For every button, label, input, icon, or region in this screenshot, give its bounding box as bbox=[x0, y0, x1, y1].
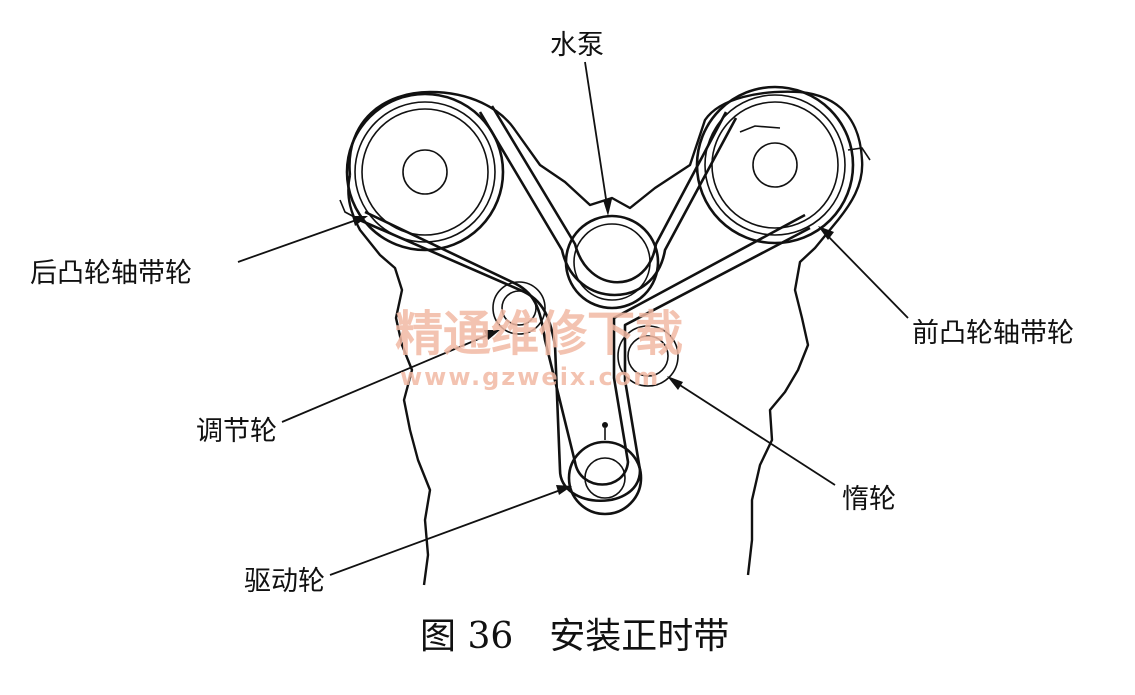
label-adjust-pulley: 调节轮 bbox=[196, 416, 277, 447]
water-pump bbox=[564, 214, 660, 310]
label-water-pump: 水泵 bbox=[550, 30, 604, 61]
watermark-title: 精通维修下载 bbox=[395, 306, 683, 362]
label-drive-pulley: 驱动轮 bbox=[244, 566, 325, 597]
timing-belt bbox=[354, 105, 811, 502]
label-front-cam-pulley: 前凸轮轴带轮 bbox=[912, 318, 1074, 349]
idler-pulley bbox=[617, 325, 679, 387]
label-rear-cam-pulley: 后凸轮轴带轮 bbox=[30, 258, 192, 289]
figure-caption: 图 36 安装正时带 bbox=[420, 616, 729, 657]
label-idler-pulley: 惰轮 bbox=[842, 484, 896, 515]
front-cam-pulley bbox=[695, 85, 855, 245]
drive-pulley bbox=[567, 422, 643, 516]
leader-lines bbox=[237, 61, 909, 576]
rear-cam-pulley bbox=[345, 92, 505, 252]
adjust-pulley bbox=[492, 281, 546, 335]
watermark-url: www.gzweix.com bbox=[400, 363, 660, 391]
